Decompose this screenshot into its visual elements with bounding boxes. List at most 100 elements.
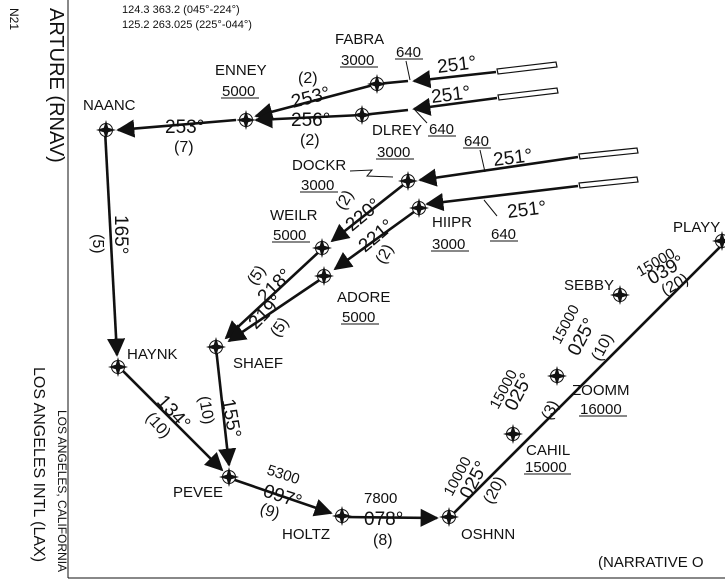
waypoint-name-sebby: SEBBY <box>564 277 614 294</box>
alt-640-fabra: 640 <box>396 44 421 61</box>
course-naanc-haynk: 165° <box>110 215 131 254</box>
waypoint-name-shaef: SHAEF <box>233 355 283 372</box>
waypoint-symbol-oshnn <box>439 507 459 527</box>
freq-line-2: 125.2 263.025 (225°-044°) <box>122 19 252 31</box>
leader-dockr-640 <box>479 149 486 173</box>
waypoint-name-pevee: PEVEE <box>173 484 223 501</box>
waypoint-alt-weilr: 5000 <box>273 227 306 244</box>
waypoint-name-zoomm: ZOOMM <box>572 382 630 399</box>
dist-cahil-zoomm: (3) <box>539 398 563 423</box>
course-fabra-enney: 253° <box>289 83 332 113</box>
dist-fabra-enney: (2) <box>298 70 318 87</box>
route-dockr-to-weilr <box>330 180 408 243</box>
waypoint-alt-enney: 5000 <box>222 83 255 100</box>
waypoint-symbol-adore <box>314 266 334 286</box>
route-haynk-to-pevee <box>119 367 224 472</box>
waypoint-name-fabra: FABRA <box>335 31 384 48</box>
dist-shaef-pevee: (10) <box>195 395 217 426</box>
waypoint-name-holtz: HOLTZ <box>282 526 330 543</box>
waypoint-name-haynk: HAYNK <box>127 346 178 363</box>
runway-symbol-1 <box>496 61 558 75</box>
waypoint-alt-adore: 5000 <box>342 309 375 326</box>
waypoint-symbol-cahil <box>503 424 523 444</box>
dist-pevee-holtz: (9) <box>258 501 282 523</box>
waypoint-symbol-hiipr <box>409 198 429 218</box>
course-holtz-oshnn: 078° <box>364 509 403 530</box>
leader-hiipr-640 <box>483 199 498 217</box>
waypoint-alt-fabra: 3000 <box>341 52 374 69</box>
waypoint-name-hiipr: HIIPR <box>432 214 472 231</box>
leader-dockr-3000 <box>349 169 394 178</box>
airport-label: LOS ANGELES INTL (LAX) <box>30 367 47 562</box>
route-naanc-to-haynk <box>103 129 126 357</box>
waypoint-symbol-playy <box>712 231 725 251</box>
alt-holtz-oshnn: 7800 <box>364 490 397 507</box>
course-shaef-pevee: 155° <box>217 397 245 439</box>
alt-640-dlrey: 640 <box>429 121 454 138</box>
waypoint-symbol-pevee <box>219 467 239 487</box>
route-dlrey-to-enney <box>254 110 363 129</box>
route-rwy-to-dockr <box>418 155 579 187</box>
alt-640-dockr: 640 <box>464 133 489 150</box>
route-fabra-to-enney <box>254 82 378 121</box>
waypoint-symbol-sebby <box>610 285 630 305</box>
procedure-title-fragment: ARTURE (RNAV) <box>45 8 67 163</box>
course-enney-naanc: 253° <box>165 117 204 138</box>
alt-640-hiipr: 640 <box>491 226 516 243</box>
dist-holtz-oshnn: (8) <box>373 532 393 549</box>
waypoint-alt-hiipr: 3000 <box>432 236 465 253</box>
chart-id-fragment: N21 <box>7 8 21 30</box>
route-rwy-to-hiipr <box>425 184 579 212</box>
leader-fabra-640 <box>405 60 411 81</box>
route-adore-to-shaef <box>227 275 325 343</box>
waypoint-name-weilr: WEILR <box>270 207 318 224</box>
narrative-note: (NARRATIVE O <box>598 554 704 571</box>
course-rwy-dlrey: 251° <box>430 82 472 108</box>
waypoint-alt-dlrey: 3000 <box>377 144 410 161</box>
waypoint-symbol-dockr <box>398 171 418 191</box>
waypoint-alt-cahil: 15000 <box>525 459 567 476</box>
route-shaef-to-pevee <box>214 347 237 467</box>
route-pevee-to-holtz <box>228 476 333 517</box>
waypoint-symbol-holtz <box>332 506 352 526</box>
route-oshnn-to-playy <box>449 240 725 518</box>
waypoint-symbol-shaef <box>206 337 226 357</box>
city-state-label: LOS ANGELES, CALIFORNIA <box>55 410 69 572</box>
route-weilr-to-shaef <box>224 248 323 340</box>
waypoint-name-dlrey: DLREY <box>372 122 422 139</box>
waypoint-name-adore: ADORE <box>337 289 390 306</box>
runway-symbol-4 <box>578 176 639 189</box>
leader-lines <box>349 60 498 217</box>
waypoint-name-playy: PLAYY <box>673 219 720 236</box>
waypoint-name-oshnn: OSHNN <box>461 526 515 543</box>
waypoint-alt-zoomm: 16000 <box>580 401 622 418</box>
route-hiipr-to-adore <box>333 207 419 271</box>
freq-line-1: 124.3 363.2 (045°-224°) <box>122 4 240 16</box>
waypoint-symbol-weilr <box>312 238 332 258</box>
course-rwy-dockr: 251° <box>492 145 534 171</box>
course-rwy-fabra: 251° <box>436 52 478 78</box>
waypoint-name-dockr: DOCKR <box>292 157 346 174</box>
route-rwy-to-fabra <box>412 70 497 89</box>
dist-naanc-haynk: (5) <box>89 234 106 254</box>
course-dlrey-enney: 256° <box>291 110 330 131</box>
route-lines <box>103 70 725 527</box>
runway-symbol-3 <box>578 147 639 160</box>
route-rwy-to-dlrey <box>412 96 498 116</box>
waypoint-symbol-naanc <box>96 120 116 140</box>
dist-enney-naanc: (7) <box>174 139 194 156</box>
waypoint-name-cahil: CAHIL <box>526 442 570 459</box>
waypoint-name-naanc: NAANC <box>83 97 136 114</box>
waypoint-alt-dockr: 3000 <box>301 177 334 194</box>
dist-dlrey-enney: (2) <box>300 132 320 149</box>
waypoint-symbol-enney <box>236 110 256 130</box>
waypoint-symbols <box>96 74 725 527</box>
route-rwy-to-dlrey-b <box>361 108 409 117</box>
runway-symbols <box>496 61 639 189</box>
waypoint-symbol-fabra <box>367 74 387 94</box>
waypoint-symbol-haynk <box>108 357 128 377</box>
leader-dlrey-640 <box>414 109 428 124</box>
course-rwy-hiipr: 251° <box>506 197 548 223</box>
